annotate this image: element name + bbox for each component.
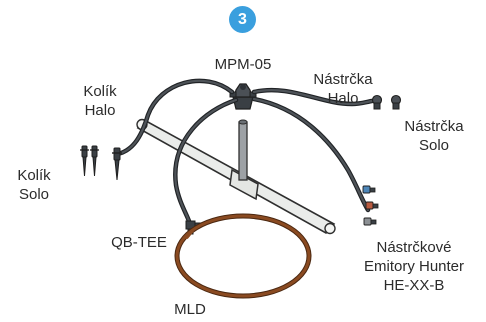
- emitter-gray: [363, 217, 377, 226]
- label-mpm-05: MPM-05: [214, 56, 272, 73]
- label-kolik-halo-line2: Halo: [84, 102, 116, 119]
- label-qb-tee: QB-TEE: [111, 234, 167, 251]
- label-nastrcka-halo-line2: Halo: [327, 90, 359, 107]
- label-mld: MLD: [174, 301, 206, 318]
- label-nastrcka-solo-line2: Solo: [418, 137, 450, 154]
- label-nastrcka-solo-line1: Nástrčka: [404, 118, 464, 135]
- riser-tee: [229, 168, 259, 201]
- step-number-badge: 3: [229, 6, 256, 33]
- riser-pipe: [238, 119, 248, 181]
- label-nastrcka-halo-line1: Nástrčka: [313, 71, 373, 88]
- label-kolik-solo: Kolík Solo: [17, 166, 50, 204]
- label-kolik-solo-line1: Kolík: [17, 167, 51, 184]
- kolik-solo-stakes: [80, 145, 99, 177]
- kolik-halo-stake: [112, 147, 122, 181]
- hunter-emitters: [362, 185, 379, 226]
- label-emitory-line2: Emitory Hunter: [363, 258, 465, 275]
- label-nastrcka-solo: Nástrčka Solo: [404, 117, 463, 155]
- label-kolik-halo: Kolík Halo: [83, 82, 116, 120]
- mld-ring: [174, 213, 312, 299]
- distribution-tubing: [115, 78, 375, 227]
- label-emitory-line1: Nástrčkové: [376, 239, 452, 256]
- label-kolik-halo-line1: Kolík: [83, 83, 117, 100]
- nastrcka-fittings: [371, 94, 402, 110]
- emitter-red: [365, 201, 379, 210]
- label-nastrcka-halo: Nástrčka Halo: [313, 70, 372, 108]
- label-kolik-solo-line2: Solo: [18, 186, 50, 203]
- mpm-05-manifold: [229, 83, 257, 110]
- label-nastrckove-emitory: Nástrčkové Emitory Hunter HE-XX-B: [364, 238, 464, 295]
- emitter-blue: [362, 185, 376, 194]
- label-emitory-line3: HE-XX-B: [383, 277, 445, 294]
